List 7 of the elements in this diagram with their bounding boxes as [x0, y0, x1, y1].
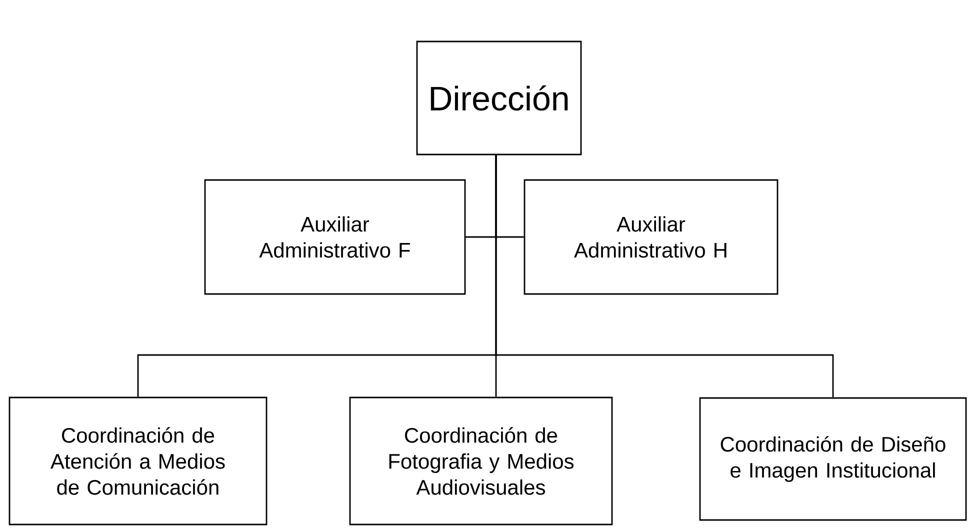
org-box: Coordinación de Atención a Medios de Comunicación: [8, 396, 268, 526]
org-box: Coordinación de Fotografia y Medios Audiovisuales: [349, 396, 613, 526]
org-box: Auxiliar Administrativo H: [524, 179, 778, 295]
org-box: Auxiliar Administrativo F: [204, 179, 466, 295]
connector-line: [495, 155, 834, 398]
org-box: Dirección: [416, 40, 582, 156]
org-box: Coordinación de Diseño e Imagen Institucional: [699, 397, 967, 521]
